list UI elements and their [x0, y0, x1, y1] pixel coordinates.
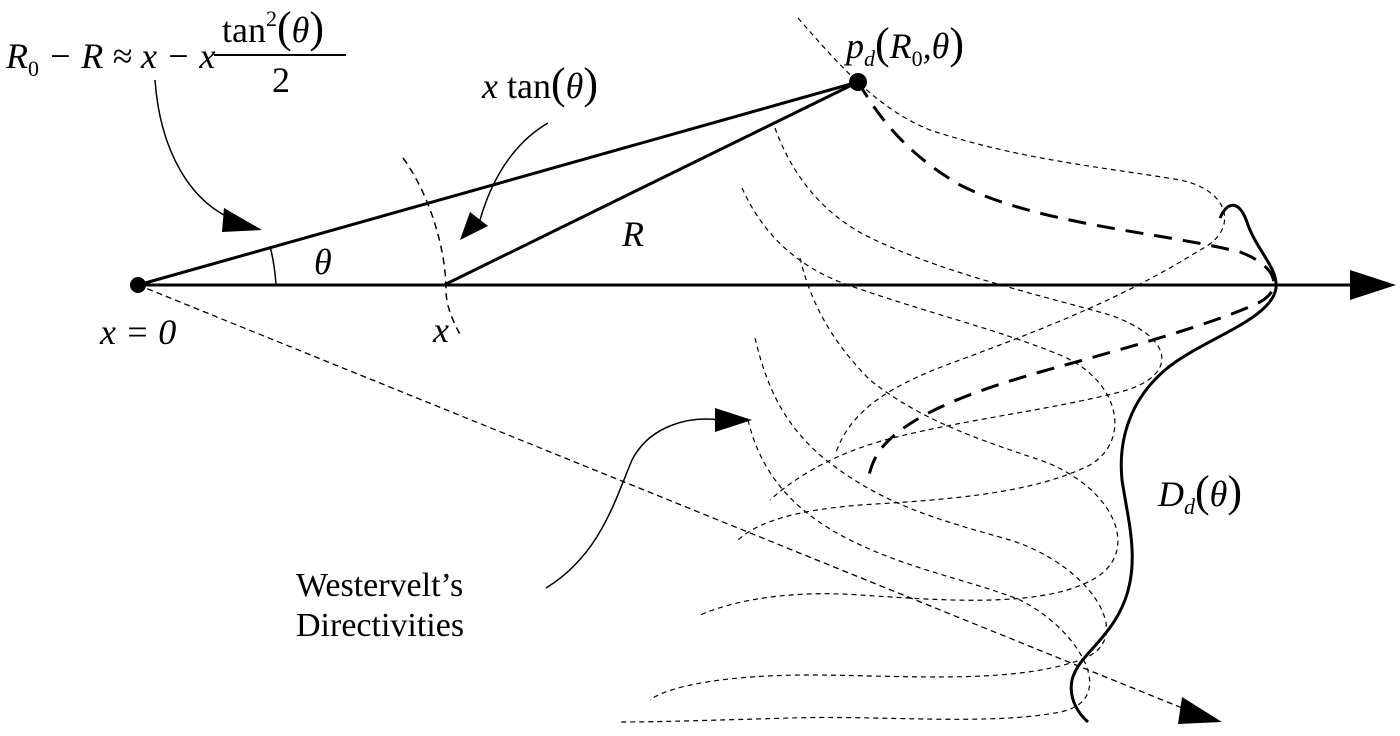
dashed-ray-arrowhead: [1178, 697, 1222, 724]
line-origin-to-pd: [137, 80, 859, 287]
label-R: R: [622, 214, 644, 254]
equation-rest: − R ≈ x − x: [48, 36, 216, 76]
equation-fraction-bar: [214, 54, 346, 56]
equation-pointer-arrowhead: [222, 208, 262, 232]
westervelt-curves: [619, 17, 1226, 723]
label-westervelt-line2: Directivities: [296, 607, 465, 644]
equation-fraction-numerator: tan2(θ): [222, 3, 324, 52]
bold-dashed-curve: [856, 81, 1276, 481]
label-theta: θ: [314, 242, 332, 282]
theta-angle-arc: [269, 245, 277, 286]
label-westervelt: Westervelt’s Directivities: [296, 566, 464, 646]
label-westervelt-line1: Westervelt’s: [296, 567, 464, 604]
equation-fraction-denominator: 2: [272, 60, 290, 100]
label-pd: pd(R0,θ): [846, 19, 964, 71]
equation-R0: R0: [6, 36, 39, 81]
dashed-ray: [137, 284, 1193, 713]
label-x: x: [433, 310, 449, 350]
label-xtan: x tan(θ): [482, 59, 598, 108]
Dd-curve: [1069, 203, 1278, 724]
equation-pointer-arrow: [154, 79, 241, 223]
westervelt-pointer-arrowhead: [715, 408, 752, 432]
westervelt-pointer-arrow: [545, 418, 721, 589]
equation-lhs: R0 − R ≈ x − x: [6, 38, 215, 80]
line-R: [443, 80, 859, 287]
label-Dd: Dd(θ): [1158, 467, 1242, 519]
x-arc-dashed: [402, 157, 463, 339]
xtan-pointer-arrowhead: [460, 212, 488, 240]
xtan-pointer-arrow: [479, 122, 549, 221]
main-axis-arrowhead: [1350, 270, 1396, 300]
label-x-zero: x = 0: [100, 312, 177, 352]
